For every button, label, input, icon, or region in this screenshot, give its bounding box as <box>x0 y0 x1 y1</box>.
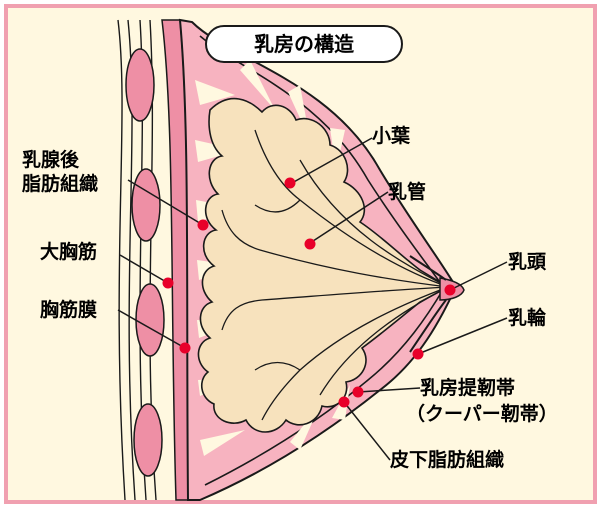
marker-lobule <box>285 178 296 189</box>
page-title: 乳房の構造 <box>254 32 355 56</box>
label-nipple: 乳頭 <box>508 250 547 273</box>
marker-nipple <box>445 285 456 296</box>
marker-retromammary-fat <box>198 220 209 231</box>
label-pectoral-fascia: 胸筋膜 <box>40 298 97 321</box>
marker-duct <box>305 239 316 250</box>
label-cooper-line2: （クーパー靭帯） <box>406 402 558 425</box>
label-subcutaneous-fat: 皮下脂肪組織 <box>390 448 504 471</box>
label-retromammary-fat-line2: 脂肪組織 <box>22 172 98 195</box>
label-lobule: 小葉 <box>372 125 411 147</box>
label-areola: 乳輪 <box>508 306 547 329</box>
marker-cooper-ligament <box>353 387 364 398</box>
label-pectoralis-major: 大胸筋 <box>40 240 97 263</box>
marker-pectoral-fascia <box>180 343 191 354</box>
label-duct: 乳管 <box>388 180 426 203</box>
label-cooper-line1: 乳房提靭帯 <box>420 376 515 399</box>
marker-areola <box>413 349 424 360</box>
marker-subcutaneous-fat <box>339 397 350 408</box>
marker-pectoralis-major <box>163 278 174 289</box>
label-retromammary-fat-line1: 乳腺後 <box>22 148 80 171</box>
